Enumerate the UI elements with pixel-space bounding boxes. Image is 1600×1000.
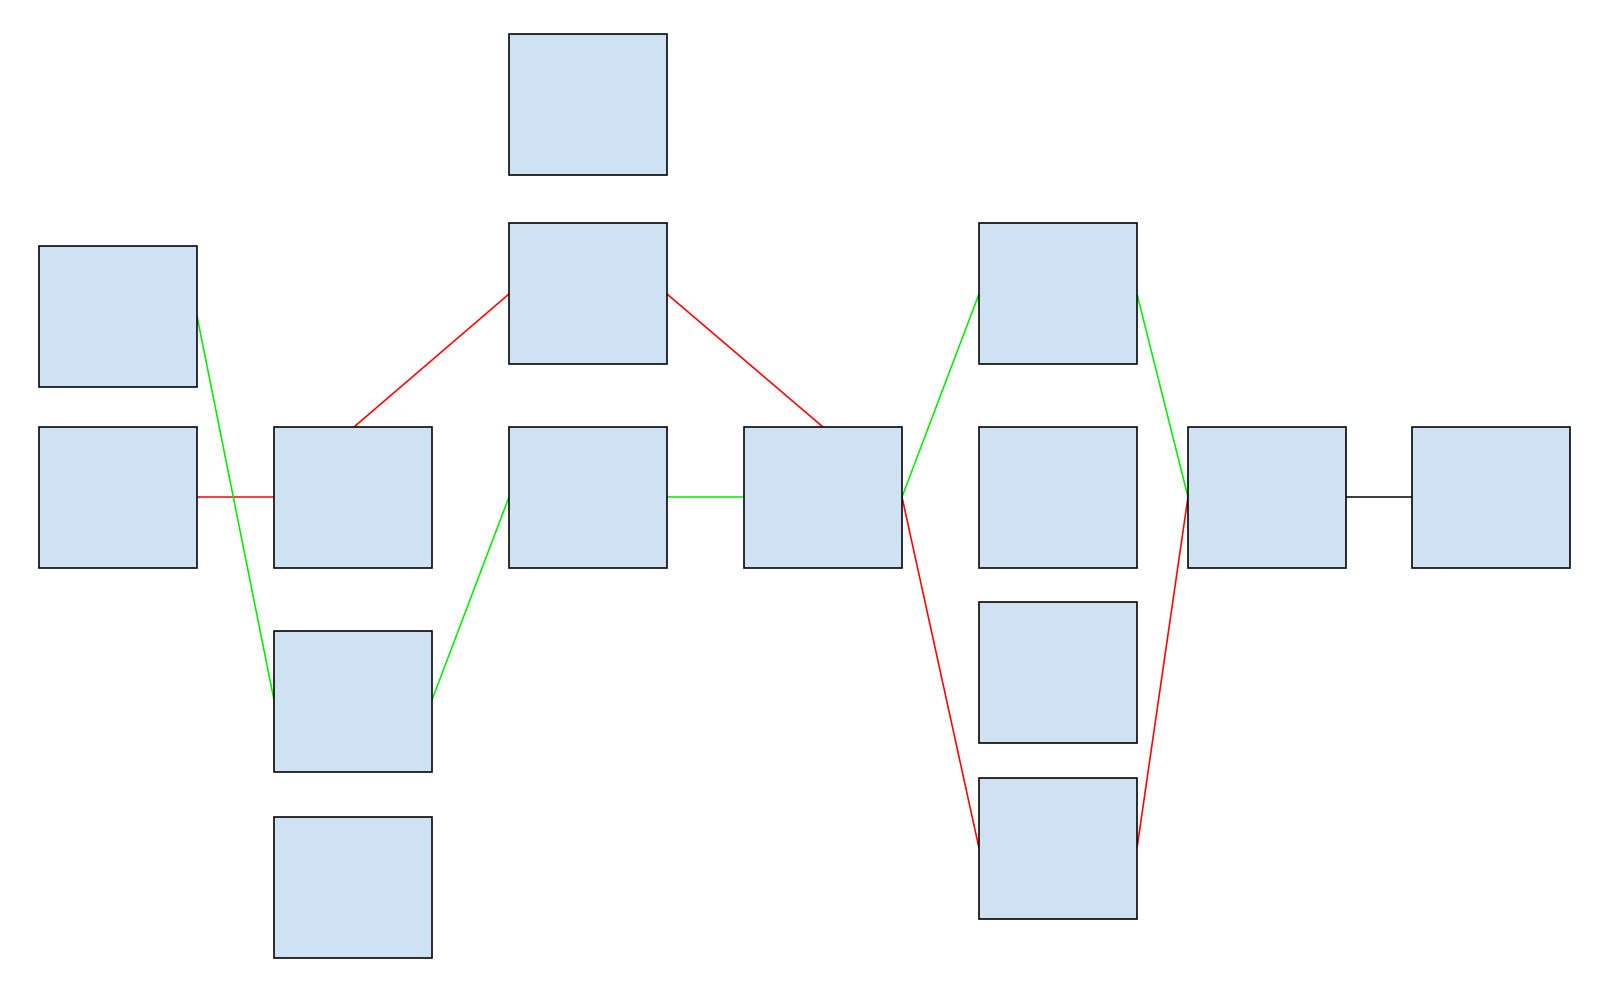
node-box-n5[interactable] xyxy=(273,816,433,959)
node-box-n3[interactable] xyxy=(273,426,433,569)
node-box-n4[interactable] xyxy=(273,630,433,773)
node-box-n9[interactable] xyxy=(743,426,903,569)
node-box-n14[interactable] xyxy=(1187,426,1347,569)
edge-n10-n14 xyxy=(1136,293,1189,498)
node-box-n1[interactable] xyxy=(38,245,198,388)
node-box-n15[interactable] xyxy=(1411,426,1571,569)
node-box-n7[interactable] xyxy=(508,222,668,365)
edge-n1-n4 xyxy=(196,315,275,701)
nodes-layer xyxy=(38,33,1571,959)
edges-layer xyxy=(196,293,1412,849)
edge-n3-n7 xyxy=(353,293,510,428)
edge-n4-n8 xyxy=(431,496,510,701)
node-box-n2[interactable] xyxy=(38,426,198,569)
node-box-n8[interactable] xyxy=(508,426,668,569)
edge-n9-n13 xyxy=(901,496,980,849)
node-box-n10[interactable] xyxy=(978,222,1138,365)
node-box-n6[interactable] xyxy=(508,33,668,176)
node-box-n13[interactable] xyxy=(978,777,1138,920)
edge-n9-n10 xyxy=(901,293,980,498)
node-box-n11[interactable] xyxy=(978,426,1138,569)
edge-n13-n14 xyxy=(1136,496,1189,849)
node-box-n12[interactable] xyxy=(978,601,1138,744)
edge-n7-n9 xyxy=(666,293,824,428)
